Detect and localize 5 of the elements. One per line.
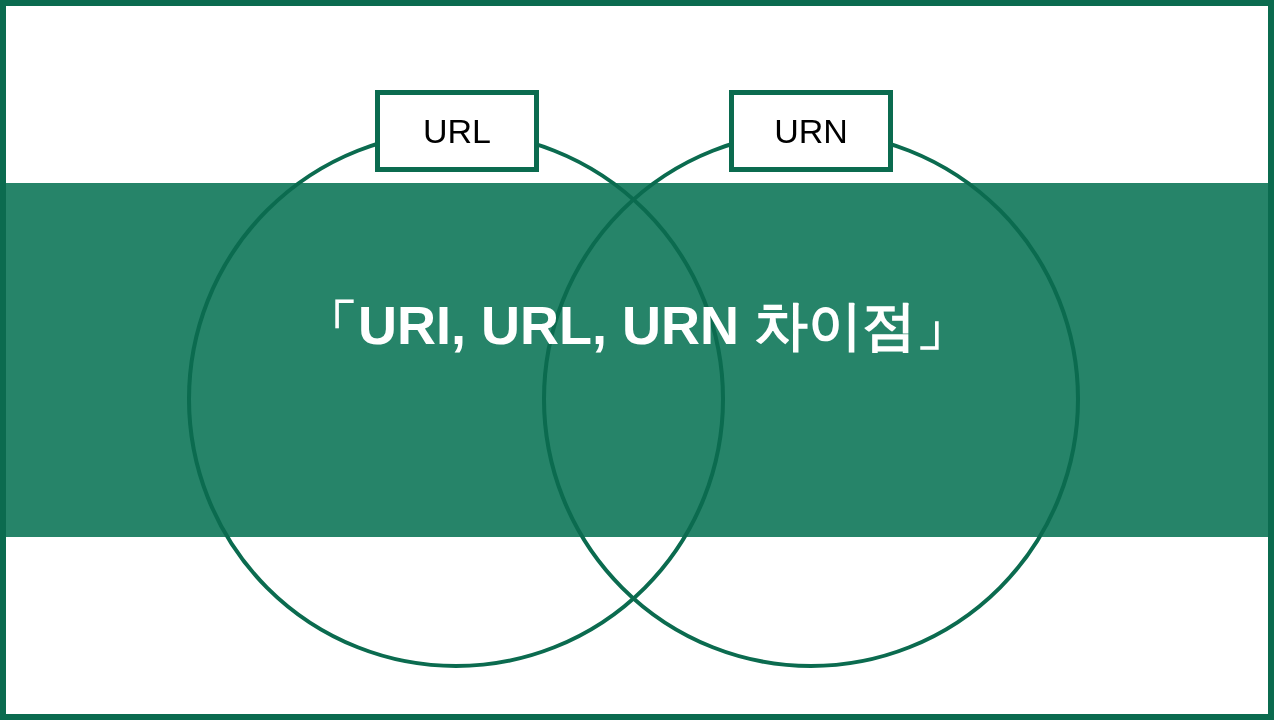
tag-text: URL [423,110,491,152]
label-tag [375,90,539,172]
label-tag [729,90,893,172]
tag-text: URN [774,110,848,152]
title: 「URI, URL, URN 차이점」 [304,293,970,357]
